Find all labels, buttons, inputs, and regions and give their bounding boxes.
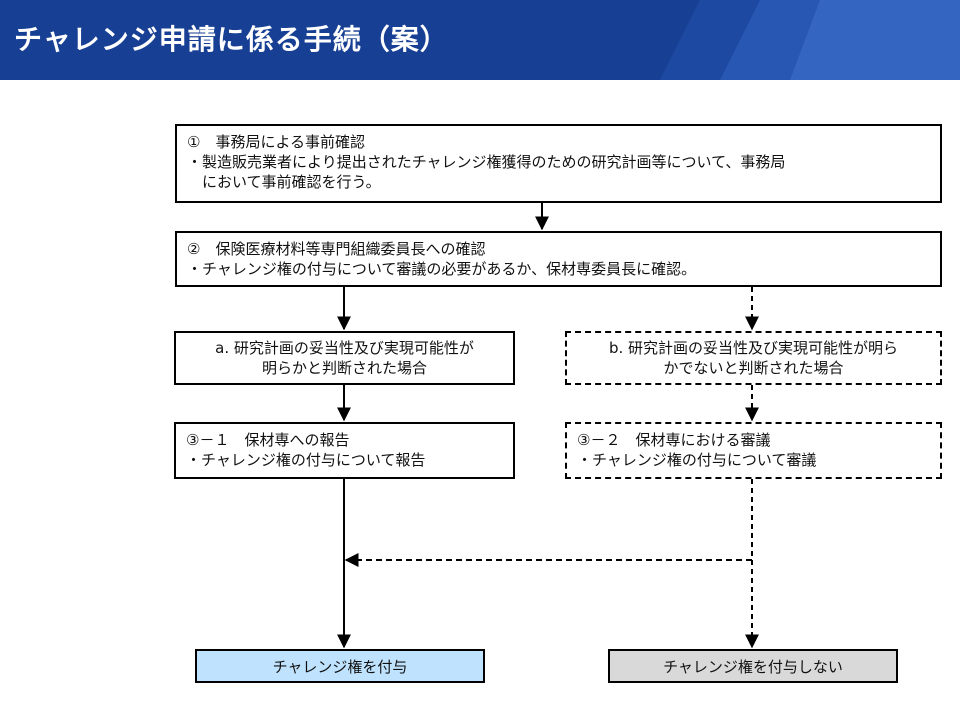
step3-1-title: ③－１ 保材専への報告 — [186, 431, 350, 449]
page-title: チャレンジ申請に係る手続（案） — [14, 23, 449, 56]
header-bar: チャレンジ申請に係る手続（案） — [0, 0, 960, 80]
step3-2-box: ③－２ 保材専における審議 ・チャレンジ権の付与について審議 — [565, 422, 942, 479]
step3-1-line-1: ・チャレンジ権の付与について報告 — [186, 451, 426, 469]
step1-title: ① 事務局による事前確認 — [187, 133, 365, 151]
step2-box: ② 保険医療材料等専門組織委員長への確認 ・チャレンジ権の付与について審議の必要… — [175, 231, 942, 287]
step1-line-2: において事前確認を行う。 — [187, 173, 381, 191]
step3-1-box: ③－１ 保材専への報告 ・チャレンジ権の付与について報告 — [174, 422, 515, 479]
case-a-box: a. 研究計画の妥当性及び実現可能性が 明らかと判断された場合 — [174, 331, 515, 385]
case-a-line-1: a. 研究計画の妥当性及び実現可能性が — [215, 339, 474, 357]
result-deny-box: チャレンジ権を付与しない — [608, 649, 898, 683]
step2-title: ② 保険医療材料等専門組織委員長への確認 — [187, 240, 486, 258]
result-grant-label: チャレンジ権を付与 — [272, 657, 408, 676]
case-b-line-1: b. 研究計画の妥当性及び実現可能性が明ら — [608, 339, 899, 357]
case-a-line-2: 明らかと判断された場合 — [261, 359, 427, 377]
case-b-line-2: かでないと判断された場合 — [663, 359, 844, 377]
step1-line-1: ・製造販売業者により提出されたチャレンジ権獲得のための研究計画等について、事務局 — [187, 153, 786, 171]
result-deny-label: チャレンジ権を付与しない — [663, 657, 843, 676]
step1-box: ① 事務局による事前確認 ・製造販売業者により提出されたチャレンジ権獲得のための… — [175, 124, 942, 203]
step2-line-1: ・チャレンジ権の付与について審議の必要があるか、保材専委員長に確認。 — [187, 260, 697, 278]
result-grant-box: チャレンジ権を付与 — [195, 649, 485, 683]
step3-2-line-1: ・チャレンジ権の付与について審議 — [577, 451, 817, 469]
case-b-box: b. 研究計画の妥当性及び実現可能性が明ら かでないと判断された場合 — [565, 331, 942, 385]
header-stripe-decoration — [660, 0, 960, 80]
step3-2-title: ③－２ 保材専における審議 — [577, 431, 771, 449]
